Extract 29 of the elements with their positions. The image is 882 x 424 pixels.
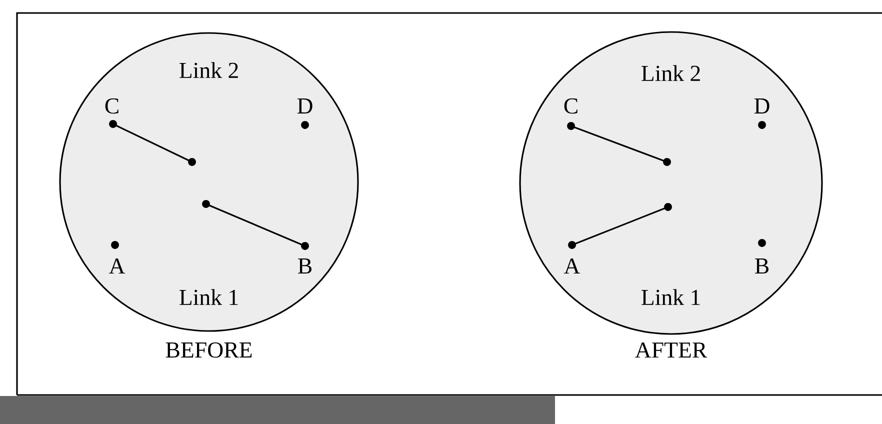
circle-region [519,31,823,335]
point-label: D [297,98,312,114]
point-dot [758,121,766,129]
point-dot [301,121,309,129]
point-label: A [108,258,126,274]
circle-region [59,32,359,332]
point-label: C [564,98,578,114]
point-dot [301,242,309,250]
link-label: Link 2 [180,62,238,78]
point-dot [568,241,576,249]
point-label: C [105,98,118,114]
panel-caption: AFTER [635,342,708,358]
panel-caption: BEFORE [166,342,252,358]
point-label: B [298,258,312,274]
point-label: A [564,258,580,274]
point-dot [188,158,196,166]
caption-band [0,396,555,424]
point-dot [663,158,671,166]
link-label: Link 1 [180,289,238,305]
point-label: B [755,258,768,274]
point-label: D [754,98,770,114]
point-dot [109,120,117,128]
link-label: Link 2 [642,65,700,81]
point-dot [758,239,766,247]
point-dot [202,200,210,208]
point-dot [567,122,575,130]
point-dot [111,241,119,249]
link-label: Link 1 [642,289,700,305]
point-dot [664,203,672,211]
